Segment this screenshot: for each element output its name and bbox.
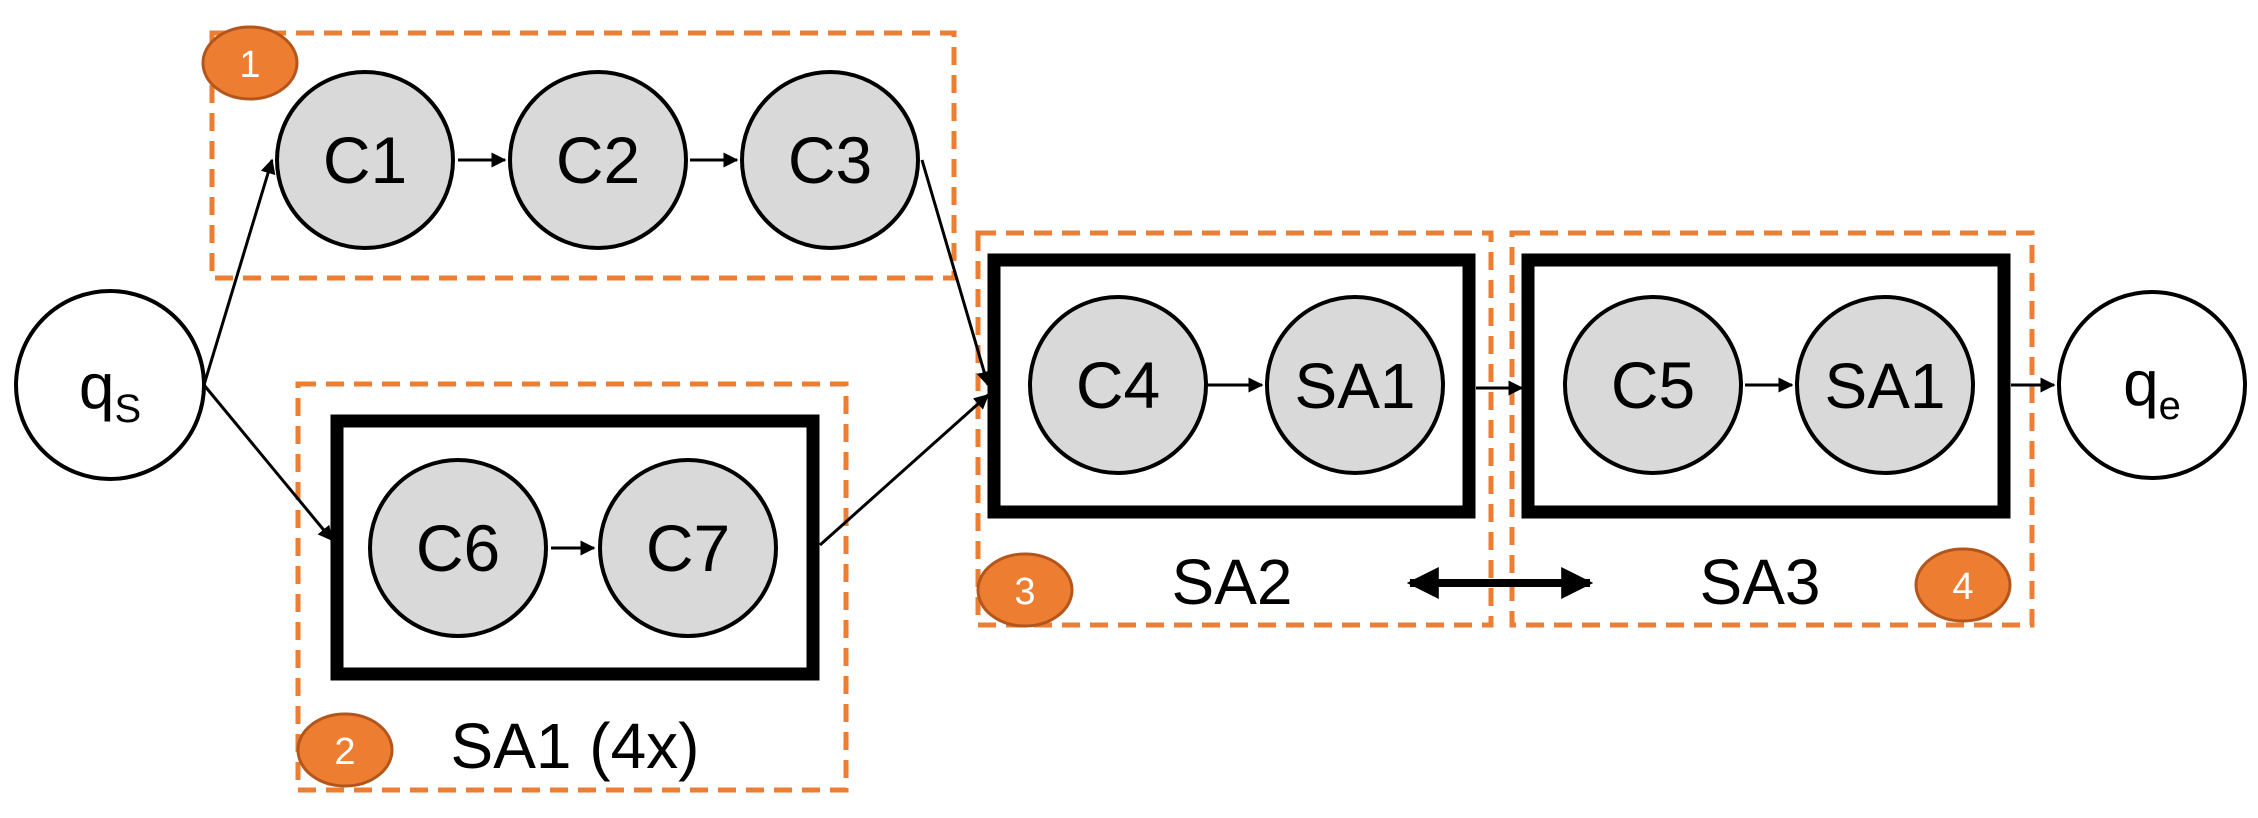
node-sa2-inner	[1265, 295, 1445, 475]
node-qe	[2057, 290, 2247, 480]
node-qe-label: qe	[2123, 347, 2181, 428]
node-c3-label: C3	[788, 123, 872, 197]
badge-2	[296, 712, 394, 788]
badge-2-label: 2	[334, 731, 355, 773]
badge-3	[976, 552, 1074, 628]
badge-1-label: 1	[239, 44, 260, 86]
edge-qs-sa1	[202, 384, 334, 542]
node-qs-label: qS	[79, 350, 141, 431]
node-c6-label: C6	[416, 511, 500, 585]
node-c2-label: C2	[556, 123, 640, 197]
node-c4-label: C4	[1076, 348, 1160, 422]
node-c5-label: C5	[1611, 348, 1695, 422]
node-c1	[275, 70, 455, 250]
node-c5	[1563, 295, 1743, 475]
badge-3-label: 3	[1014, 571, 1035, 613]
node-c2	[508, 70, 688, 250]
node-c7	[598, 458, 778, 638]
edge-sa1-sa2	[819, 393, 990, 547]
sa2-label: SA2	[1172, 546, 1293, 618]
group-3-dashed-box	[975, 230, 1494, 628]
sa3-box	[1521, 253, 2011, 519]
badge-4-label: 4	[1952, 566, 1973, 608]
node-c6	[368, 458, 548, 638]
node-sa3-inner-label: SA1	[1825, 350, 1946, 422]
node-c3	[740, 70, 920, 250]
node-sa3-inner	[1795, 295, 1975, 475]
badge-4	[1914, 547, 2012, 623]
sa1-box	[330, 414, 820, 681]
node-c7-label: C7	[646, 511, 730, 585]
sa3-label: SA3	[1700, 546, 1821, 618]
node-sa2-inner-label: SA1	[1295, 350, 1416, 422]
sa1-label: SA1 (4x)	[451, 710, 700, 782]
node-qs	[14, 289, 206, 481]
node-c1-label: C1	[323, 123, 407, 197]
group-1-dashed-box	[209, 30, 957, 281]
edge-c3-sa2	[920, 159, 992, 387]
group-4-dashed-box	[1509, 230, 2035, 628]
sa2-box	[987, 253, 1476, 519]
badge-1	[201, 25, 299, 101]
edge-qs-c1	[202, 158, 276, 386]
node-c4	[1028, 295, 1208, 475]
